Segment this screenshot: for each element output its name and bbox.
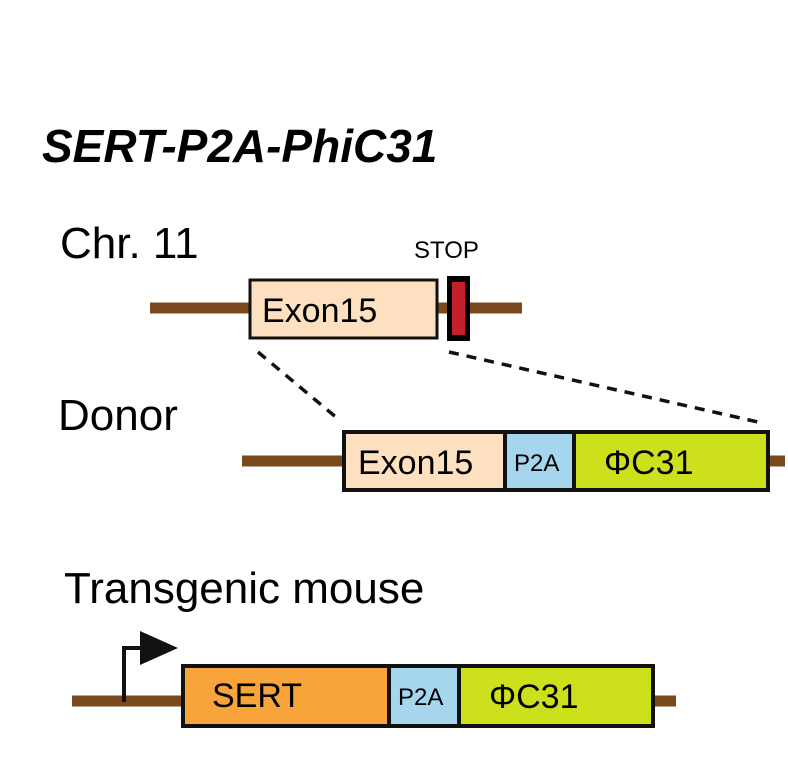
donor-exon15-box (345, 433, 505, 489)
transgenic-p2a-label: P2A (398, 684, 443, 711)
donor-p2a-box (505, 433, 574, 489)
projection-line-left (256, 350, 339, 420)
donor-exon15-label: Exon15 (358, 444, 473, 482)
diagram-title: SERT-P2A-PhiC31 (42, 120, 437, 172)
donor-cassette-border (342, 430, 770, 492)
transgenic-phic31-box (459, 667, 652, 725)
stop-codon-box (452, 282, 465, 335)
donor-label: Donor (58, 391, 178, 440)
donor-p2a-label: P2A (514, 450, 559, 477)
transgenic-label: Transgenic mouse (64, 564, 424, 613)
promoter-arrow-icon (122, 631, 178, 702)
chromosome-exon15-label: Exon15 (262, 292, 377, 330)
transgenic-sert-label: SERT (212, 677, 302, 715)
chromosome-label: Chr. 11 (60, 219, 199, 268)
transgenic-phic31-label: ΦC31 (489, 678, 579, 716)
transgenic-p2a-box (389, 667, 459, 725)
transgenic-sert-box (184, 667, 389, 725)
projection-line-right (448, 350, 759, 424)
donor-phic31-label: ΦC31 (604, 444, 694, 482)
chromosome-exon15-box (248, 278, 439, 340)
transgenic-cassette-border (181, 664, 655, 728)
stop-label: STOP (414, 237, 479, 264)
donor-phic31-box (574, 433, 767, 489)
